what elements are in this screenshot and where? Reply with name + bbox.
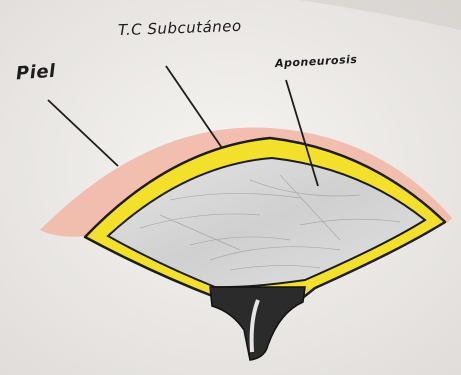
skin-label: Piel xyxy=(15,61,56,85)
